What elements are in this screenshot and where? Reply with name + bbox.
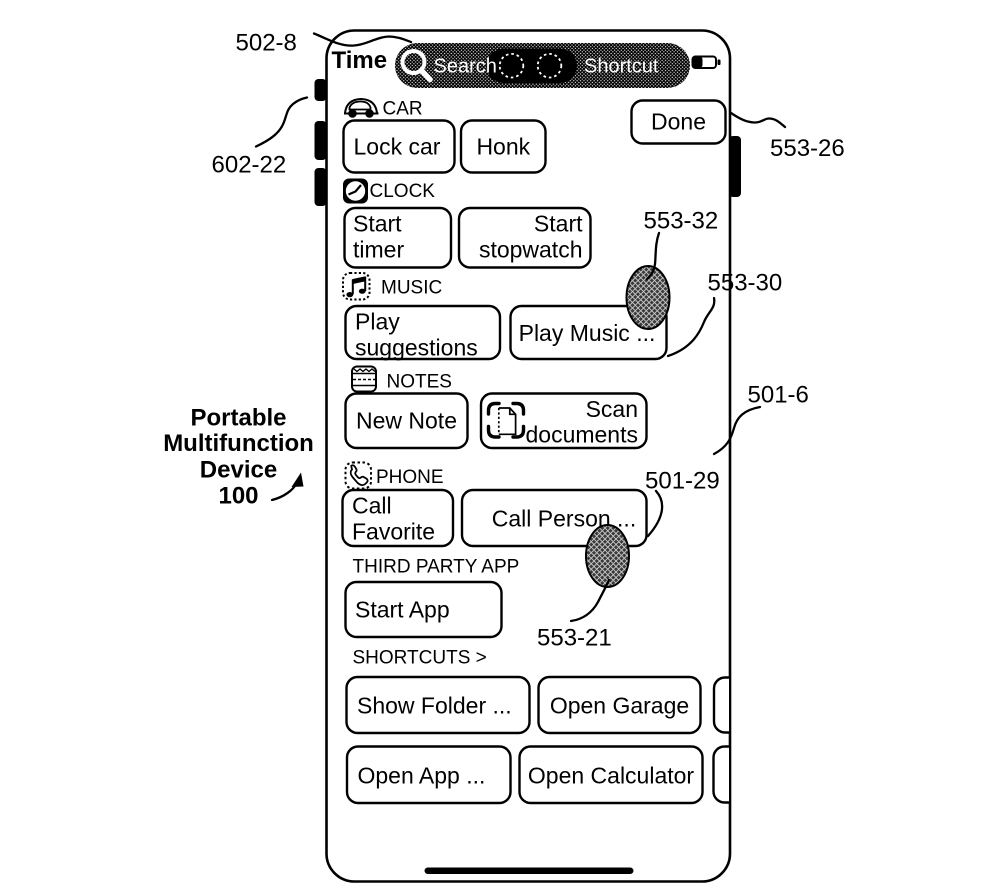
svg-text:553-30: 553-30 bbox=[708, 270, 783, 297]
svg-text:Favorite: Favorite bbox=[352, 519, 435, 545]
svg-text:THIRD PARTY APP: THIRD PARTY APP bbox=[353, 557, 520, 578]
svg-text:Shortcut: Shortcut bbox=[584, 56, 659, 78]
svg-text:553-26: 553-26 bbox=[770, 135, 845, 162]
svg-text:Multifunction: Multifunction bbox=[163, 430, 314, 457]
svg-text:Start: Start bbox=[534, 211, 583, 237]
svg-text:Honk: Honk bbox=[476, 134, 530, 160]
svg-text:602-22: 602-22 bbox=[212, 152, 287, 179]
svg-text:documents: documents bbox=[525, 422, 638, 448]
svg-text:Portable: Portable bbox=[190, 405, 286, 432]
svg-text:SHORTCUTS >: SHORTCUTS > bbox=[353, 648, 487, 669]
svg-text:553-32: 553-32 bbox=[644, 208, 719, 235]
svg-text:New Note: New Note bbox=[356, 408, 457, 434]
svg-text:Search: Search bbox=[434, 56, 497, 78]
svg-text:suggestions: suggestions bbox=[355, 335, 478, 361]
svg-text:501-29: 501-29 bbox=[645, 468, 720, 495]
svg-text:Scan: Scan bbox=[586, 396, 638, 422]
svg-text:Call: Call bbox=[352, 493, 392, 519]
svg-text:501-6: 501-6 bbox=[748, 382, 809, 409]
svg-text:Open Garage: Open Garage bbox=[550, 693, 689, 719]
svg-text:MUSIC: MUSIC bbox=[381, 278, 442, 299]
svg-text:stopwatch: stopwatch bbox=[479, 237, 583, 263]
svg-text:Show Folder ...: Show Folder ... bbox=[357, 693, 512, 719]
svg-text:Play: Play bbox=[355, 309, 400, 335]
svg-text:Play Music ...: Play Music ... bbox=[519, 320, 656, 346]
svg-text:Open Calculator: Open Calculator bbox=[528, 763, 695, 789]
svg-text:CLOCK: CLOCK bbox=[370, 181, 436, 202]
svg-text:Device: Device bbox=[200, 457, 277, 484]
svg-text:502-8: 502-8 bbox=[236, 30, 297, 57]
svg-text:PHONE: PHONE bbox=[376, 467, 444, 488]
svg-text:NOTES: NOTES bbox=[387, 372, 452, 393]
svg-text:CAR: CAR bbox=[383, 99, 423, 120]
svg-text:Done: Done bbox=[651, 109, 706, 135]
svg-text:Lock car: Lock car bbox=[354, 134, 441, 160]
svg-text:timer: timer bbox=[353, 237, 404, 263]
svg-text:100: 100 bbox=[218, 483, 258, 510]
svg-text:Start App: Start App bbox=[355, 597, 450, 623]
svg-text:Open App ...: Open App ... bbox=[358, 763, 486, 789]
svg-text:Time: Time bbox=[332, 47, 388, 74]
svg-text:Start: Start bbox=[353, 211, 402, 237]
svg-text:553-21: 553-21 bbox=[537, 625, 612, 652]
